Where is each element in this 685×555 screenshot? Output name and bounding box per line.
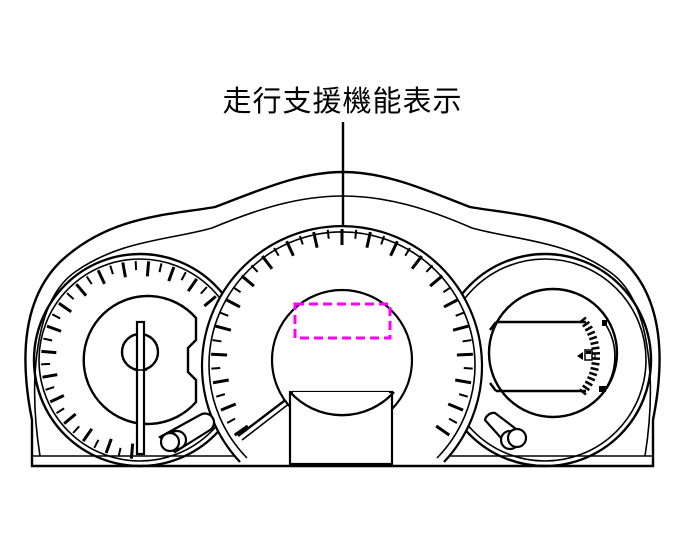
tachometer-tick (58, 301, 73, 314)
tachometer-tick (145, 261, 151, 277)
speedometer-tick (261, 255, 274, 270)
speedometer-tick (232, 286, 242, 294)
tachometer-tick (66, 292, 75, 300)
tachometer-tick (43, 337, 53, 342)
tachometer-tick (104, 438, 113, 454)
speedometer-tick (454, 378, 472, 385)
fuel-level-segment (586, 376, 596, 382)
speedometer-tick (456, 352, 473, 357)
tachometer-tick (46, 324, 62, 333)
speedometer-tick (410, 255, 423, 270)
fuel-level-segment (579, 316, 587, 324)
tachometer-needle (135, 320, 146, 456)
speedometer-tick (211, 352, 228, 357)
speedometer-tick (233, 424, 249, 437)
tachometer (32, 252, 248, 468)
tachometer-tick (200, 286, 208, 295)
speedometer-tick (326, 229, 330, 239)
speedometer-tick (452, 324, 469, 332)
speedometer-tick (226, 417, 236, 424)
tachometer-inner-dial (82, 294, 198, 426)
speedometer-tick (447, 402, 464, 412)
speedometer-tick (273, 247, 280, 257)
fuel-level-segment (591, 346, 600, 351)
tachometer-tick (45, 386, 55, 391)
speedometer-tick (312, 231, 319, 249)
fuel-level-segment (582, 320, 591, 328)
driving-assist-display-label: 走行支援機能表示 (222, 84, 463, 118)
driving-assist-display-highlight (293, 302, 392, 340)
speedometer-tick (389, 240, 399, 257)
tachometer-tick (63, 412, 77, 425)
fuel-level-segment (586, 330, 596, 336)
tachometer-tick (55, 407, 65, 415)
speedometer-tick (458, 393, 469, 398)
speedometer-tick (219, 311, 229, 317)
speedometer-tick (425, 264, 434, 273)
speedometer-tick (240, 274, 255, 288)
speedometer-tick (455, 311, 465, 317)
speedometer-tick (211, 366, 221, 370)
fuel-pump-icon (584, 349, 596, 361)
speedometer (200, 225, 484, 466)
tachometer-tick (72, 425, 80, 434)
speedometer-tick (462, 339, 472, 343)
speedometer-tick (463, 366, 473, 370)
tachometer-tick (93, 439, 100, 449)
speedometer-tick (442, 286, 452, 294)
speedometer-tick (212, 339, 222, 343)
fuel-level-segment (588, 371, 598, 377)
fuel-level-segment (579, 388, 587, 396)
speedometer-tick (250, 264, 259, 273)
lcd-display (487, 287, 619, 419)
fuel-level-segment (588, 335, 598, 341)
speedometer-tick (380, 235, 386, 245)
fuel-level-segment (590, 366, 599, 372)
tachometer-tick (158, 263, 163, 273)
tachometer-tick (85, 275, 93, 285)
speedometer-tick (212, 378, 230, 385)
tachometer-tick (129, 443, 135, 459)
tachometer-tick (96, 269, 106, 285)
fuel-level-segment (584, 380, 593, 387)
tachometer-tick (41, 349, 57, 355)
fuel-level-segment (590, 340, 599, 346)
tachometer-tick (117, 447, 122, 457)
cluster-housing-inner (33, 195, 652, 457)
tachometer-tick (203, 295, 217, 308)
brightness-knob-right[interactable] (483, 411, 528, 451)
speedometer-tick (365, 231, 372, 249)
tachometer-tick (75, 283, 88, 297)
speedometer-tick (215, 393, 226, 398)
speedometer-needle (237, 397, 289, 437)
speedometer-tick (435, 424, 451, 437)
speedometer-tick (443, 298, 459, 309)
tachometer-tick (180, 271, 187, 281)
speedometer-tick (448, 417, 458, 424)
tachometer-tick (121, 262, 127, 278)
speedometer-tick (429, 274, 444, 288)
speedometer-tick (215, 324, 232, 332)
tachometer-tick (81, 427, 94, 442)
trip-reset-knob-left[interactable] (158, 412, 216, 454)
fuel-level-segment (582, 384, 591, 392)
fuel-level-segment (591, 361, 600, 366)
center-lower-panel (288, 390, 394, 466)
speedometer-tick (354, 229, 358, 239)
triangle-pointer-icon (577, 352, 583, 360)
tachometer-tick (167, 266, 176, 282)
tachometer-tick (186, 278, 199, 293)
tachometer-tick (109, 265, 114, 275)
speedometer-tick (298, 235, 304, 245)
speedometer-tick (220, 402, 237, 412)
tachometer-tick (42, 373, 58, 379)
fuel-level-segment (584, 325, 593, 332)
tachometer-tick (51, 313, 61, 320)
cluster-housing-outer (24, 170, 661, 468)
speedometer-tick (404, 247, 411, 257)
speedometer-tick (225, 298, 241, 309)
speedometer-tick (285, 240, 295, 257)
tachometer-tick (49, 394, 65, 404)
